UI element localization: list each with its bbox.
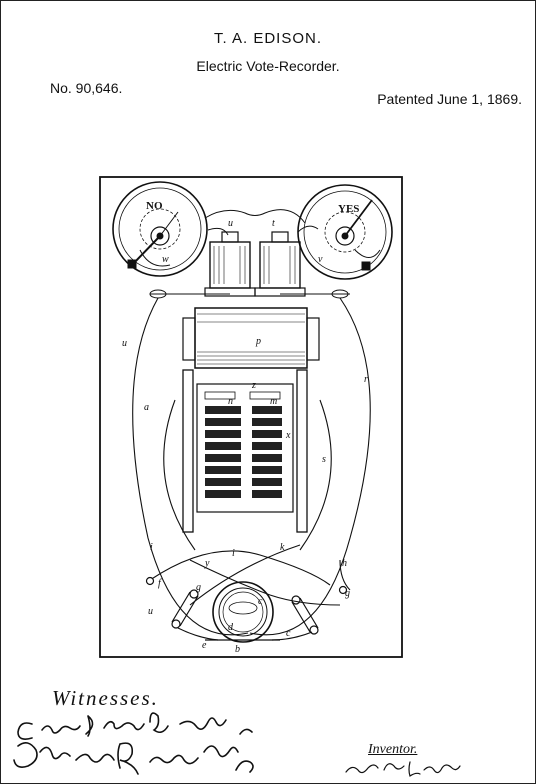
label-p: p bbox=[255, 336, 261, 347]
label-k: k bbox=[280, 542, 285, 553]
label-u2: u bbox=[228, 218, 233, 229]
label-a2: a bbox=[144, 402, 149, 413]
label-y: y bbox=[204, 558, 210, 569]
right-electromagnet bbox=[254, 231, 306, 297]
label-d: d bbox=[228, 622, 234, 633]
label-g: g bbox=[196, 582, 201, 593]
top-wires bbox=[149, 209, 350, 299]
label-c: c bbox=[258, 596, 263, 607]
paper-roller bbox=[182, 307, 320, 369]
label-i2: i bbox=[232, 548, 235, 559]
label-a: u bbox=[122, 338, 127, 349]
patent-date: Patented June 1, 1869. bbox=[377, 91, 522, 107]
bottom-levers bbox=[171, 589, 319, 641]
label-w: w bbox=[162, 254, 169, 265]
bottom-coil bbox=[212, 581, 274, 643]
inventor-name: T. A. EDISON. bbox=[213, 30, 323, 47]
vote-tablet bbox=[196, 383, 294, 513]
patent-number: No. 90,646. bbox=[50, 80, 123, 96]
label-c2: c bbox=[286, 628, 291, 639]
vote-name-blocks bbox=[205, 406, 282, 498]
label-s: s bbox=[322, 454, 326, 465]
label-v: v bbox=[318, 254, 323, 265]
terminals bbox=[145, 576, 348, 595]
right-dial-label: YES bbox=[338, 203, 359, 215]
board-outline bbox=[99, 176, 403, 658]
label-i: i bbox=[150, 542, 153, 553]
left-dial bbox=[112, 181, 208, 277]
left-dial-label: NO bbox=[146, 200, 163, 212]
label-m: m bbox=[270, 396, 277, 407]
circuit-wires bbox=[132, 297, 371, 636]
label-z: z bbox=[251, 380, 256, 391]
label-e: e bbox=[202, 640, 207, 651]
label-u: u bbox=[148, 606, 153, 617]
label-g2: g bbox=[345, 588, 350, 599]
label-f: f bbox=[158, 578, 162, 589]
label-b: b bbox=[235, 644, 240, 655]
inventor-label: Inventor. bbox=[368, 742, 418, 757]
patent-title: Electric Vote-Recorder. bbox=[196, 58, 340, 74]
label-n: n bbox=[228, 396, 233, 407]
label-t: t bbox=[272, 218, 275, 229]
label-h: h bbox=[342, 558, 347, 569]
side-rails bbox=[182, 369, 308, 533]
witnesses-label: Witnesses. bbox=[52, 686, 159, 710]
label-x: x bbox=[285, 430, 291, 441]
label-r: r bbox=[364, 374, 368, 385]
